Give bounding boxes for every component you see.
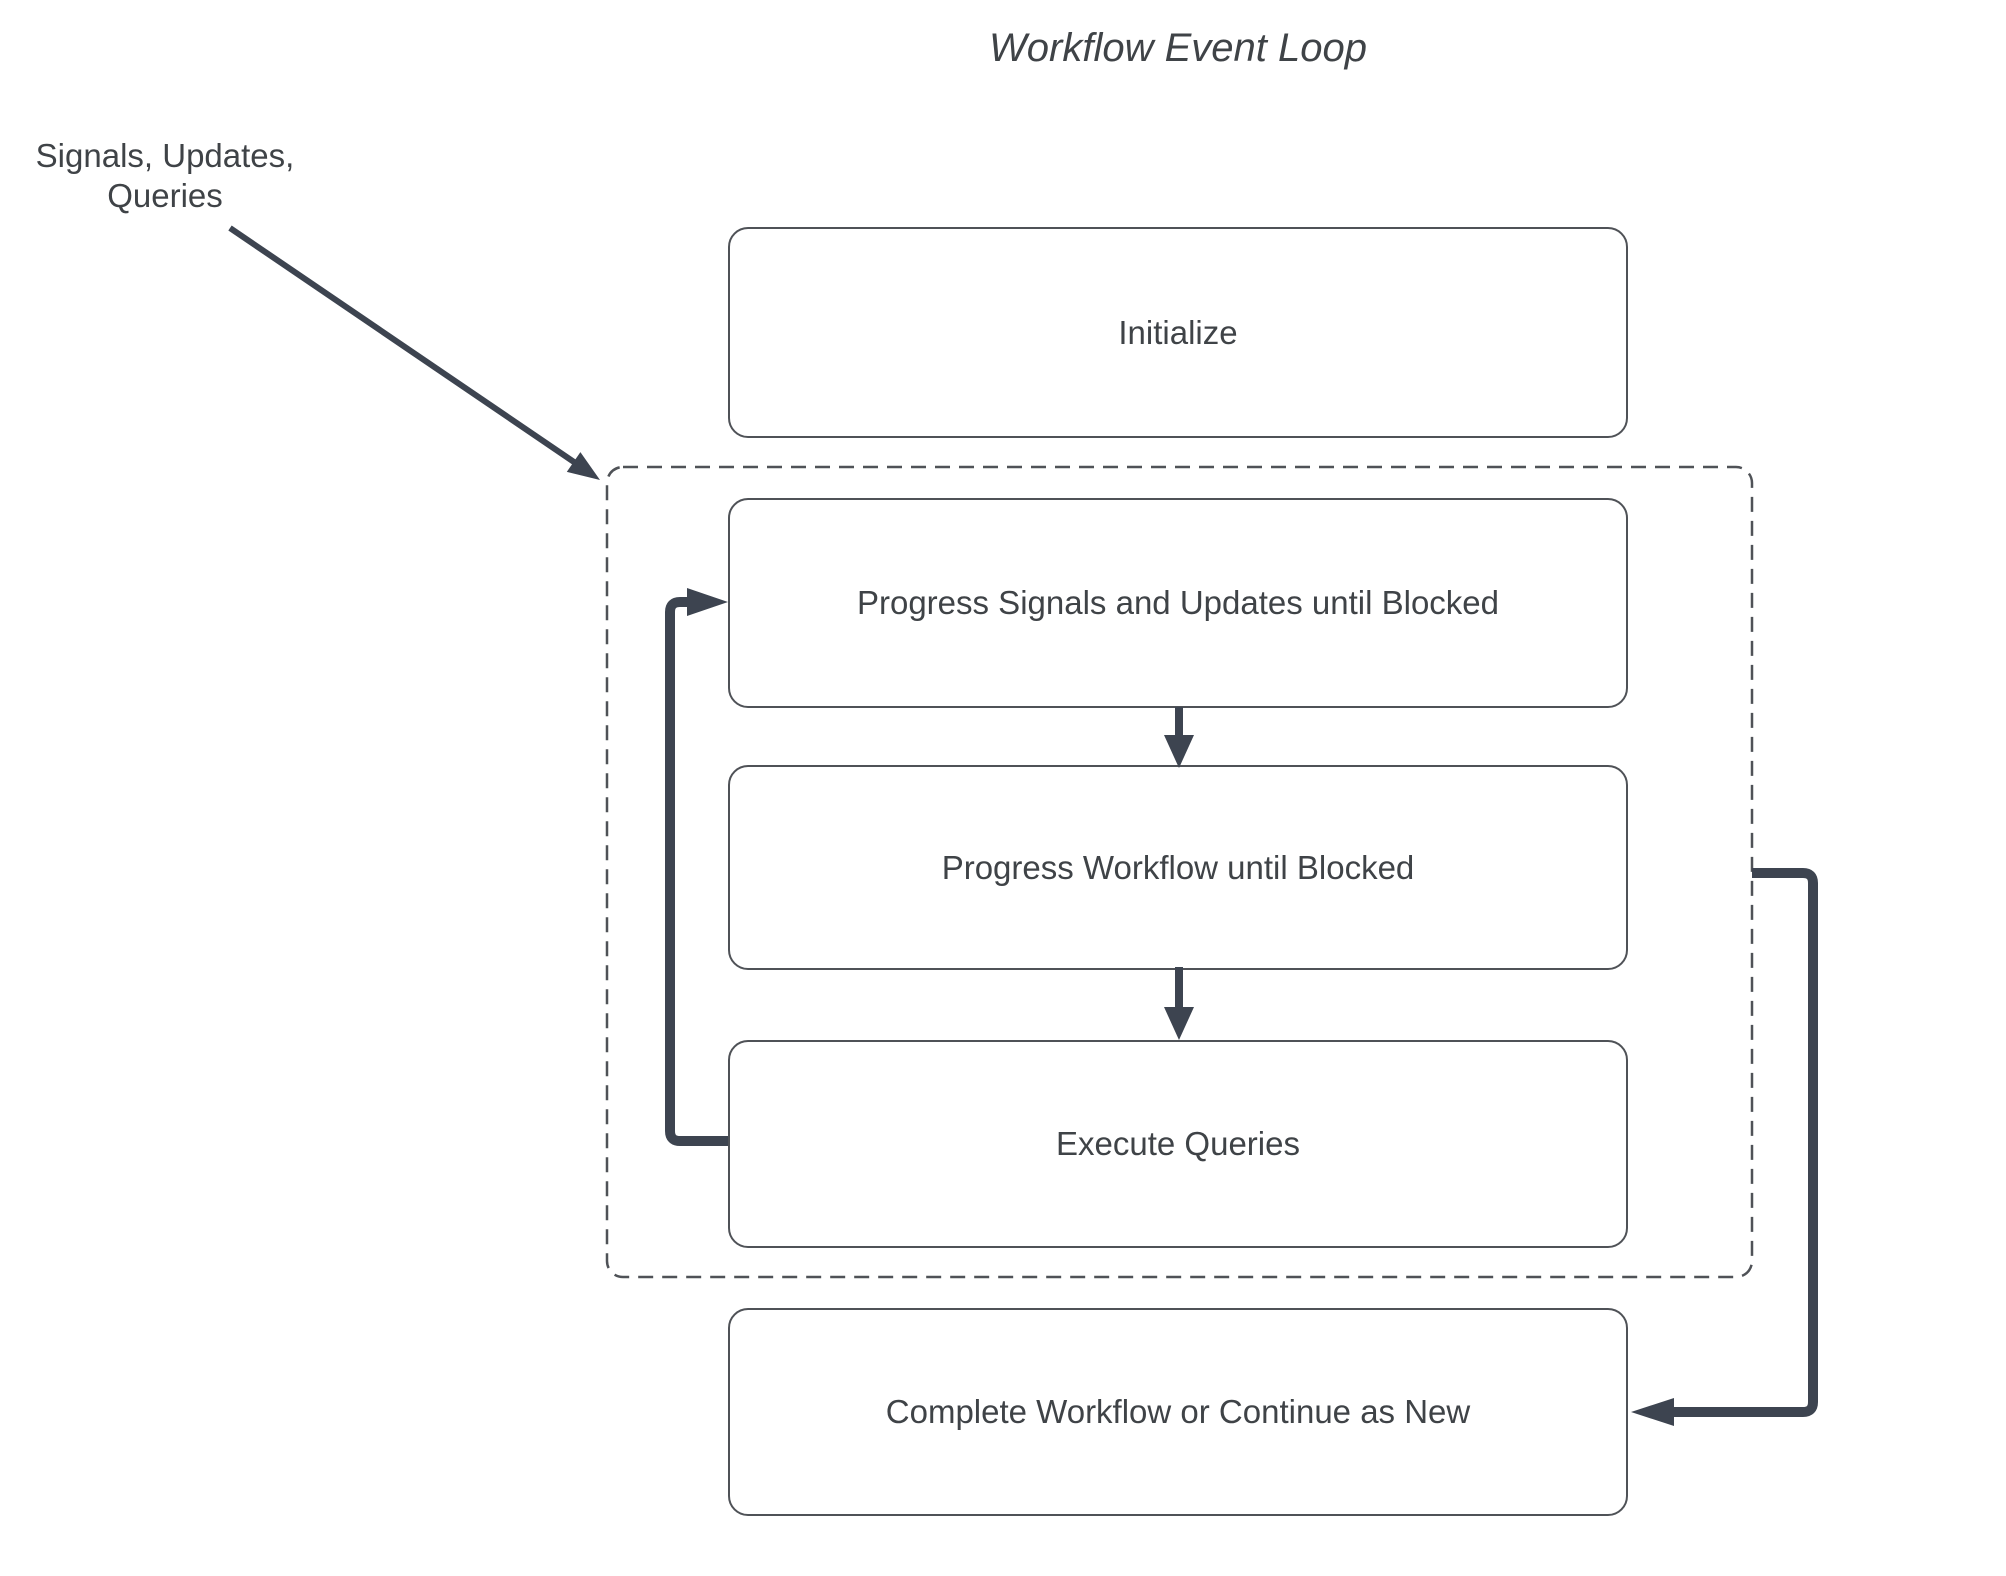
node-initialize: Initialize bbox=[728, 227, 1628, 438]
node-complete-workflow: Complete Workflow or Continue as New bbox=[728, 1308, 1628, 1516]
arrow-queries-loopback-head bbox=[687, 588, 728, 616]
arrow-workflow-to-queries-head bbox=[1164, 1007, 1194, 1040]
node-execute-queries: Execute Queries bbox=[728, 1040, 1628, 1248]
arrow-signals-into-loop-icon bbox=[228, 225, 600, 480]
signals-updates-queries-label-line1: Signals, Updates, bbox=[35, 137, 295, 174]
arrow-loop-to-complete-icon bbox=[1631, 868, 1818, 1426]
node-initialize-label: Initialize bbox=[1118, 313, 1238, 351]
arrow-workflow-to-queries-icon bbox=[1164, 967, 1194, 1040]
node-progress-workflow: Progress Workflow until Blocked bbox=[728, 765, 1628, 970]
node-progress-workflow-label: Progress Workflow until Blocked bbox=[941, 848, 1415, 886]
arrow-signals-into-loop-stem bbox=[228, 225, 576, 465]
node-complete-workflow-label: Complete Workflow or Continue as New bbox=[885, 1393, 1471, 1430]
arrow-loop-to-complete-stem bbox=[1674, 868, 1818, 1417]
arrow-queries-loopback-icon bbox=[665, 588, 728, 1146]
arrow-queries-loopback-stem bbox=[665, 597, 728, 1146]
node-progress-signals-updates: Progress Signals and Updates until Block… bbox=[728, 498, 1628, 708]
signals-updates-queries-label: Signals, Updates, Queries bbox=[20, 136, 310, 216]
node-execute-queries-label: Execute Queries bbox=[1056, 1125, 1300, 1162]
arrow-signals-to-workflow-head bbox=[1164, 735, 1194, 768]
arrow-signals-into-loop-head bbox=[566, 452, 600, 480]
node-progress-signals-updates-label: Progress Signals and Updates until Block… bbox=[856, 584, 1500, 621]
arrow-loop-to-complete-head bbox=[1631, 1398, 1674, 1426]
diagram-title: Workflow Event Loop bbox=[989, 26, 1367, 70]
arrow-signals-to-workflow-icon bbox=[1164, 707, 1194, 768]
signals-updates-queries-label-line2: Queries bbox=[107, 177, 223, 214]
